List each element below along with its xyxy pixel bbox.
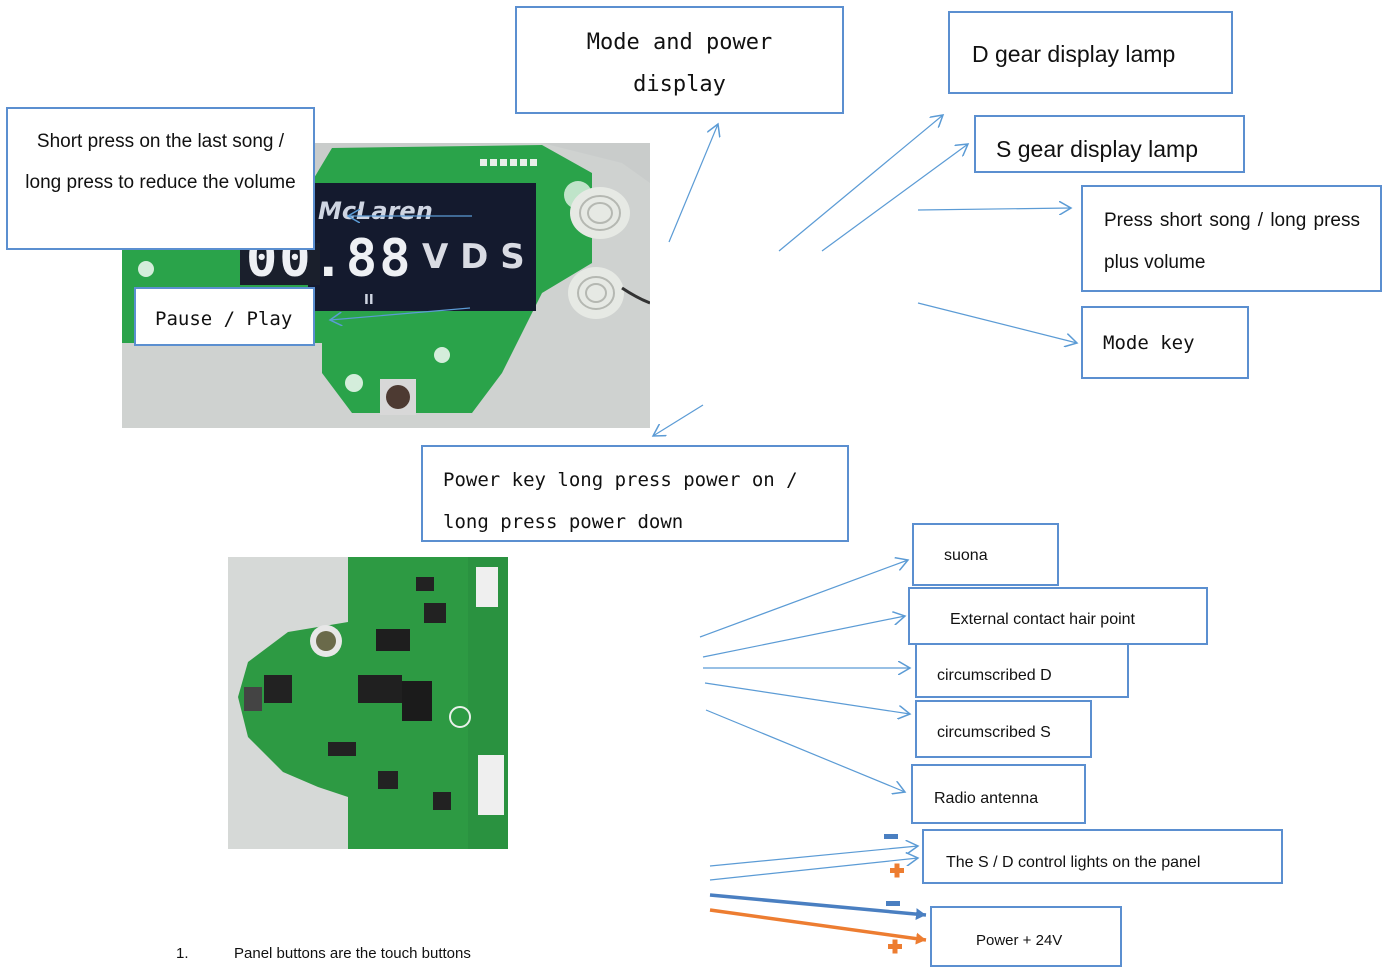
label-short-press-last: Short press on the last song / long pres…	[6, 107, 315, 250]
label-power-key: Power key long press power on / long pre…	[421, 445, 849, 542]
label-power24: Power + 24V	[930, 906, 1122, 967]
label-power24-text: Power + 24V	[976, 932, 1063, 949]
arrow-to-s-gear	[821, 144, 968, 252]
plus-sign-1	[890, 863, 904, 878]
label-external-contact-text: External contact hair point	[950, 611, 1135, 628]
label-mode-power-text: Mode and power display	[586, 30, 773, 97]
label-d-gear: D gear display lamp	[948, 11, 1233, 94]
spring-bottom	[568, 267, 624, 319]
display-brand-text: McLaren	[318, 197, 433, 225]
arrow-to-pause-play	[330, 307, 471, 320]
arrow-to-press-short	[917, 208, 1071, 210]
back-pcb-photo	[228, 557, 508, 849]
arrow-sd-1	[709, 846, 918, 867]
arrow-to-circ-s	[704, 682, 910, 714]
note-text: Panel buttons are the touch buttons	[234, 945, 471, 962]
arrow-sd-2	[709, 858, 918, 881]
label-suona-text: suona	[944, 547, 988, 564]
arrow-power-positive	[709, 908, 927, 945]
note-number: 1.	[176, 945, 189, 962]
label-radio-text: Radio antenna	[934, 790, 1039, 807]
label-pause-play-text: Pause / Play	[155, 308, 293, 330]
label-d-gear-text: D gear display lamp	[972, 41, 1176, 67]
arrow-to-mode-power	[668, 124, 718, 243]
minus-sign-1	[884, 834, 898, 839]
label-press-short-song: Press short song / long press plus volum…	[1081, 185, 1382, 292]
label-sd-control-text: The S / D control lights on the panel	[946, 854, 1201, 871]
label-suona: suona	[912, 523, 1059, 586]
label-pause-play: Pause / Play	[134, 287, 315, 346]
label-circ-s: circumscribed S	[915, 700, 1092, 758]
label-mode-key-text: Mode key	[1103, 332, 1195, 354]
label-circ-s-text: circumscribed S	[937, 724, 1051, 741]
label-power-key-text: Power key long press power on / long pre…	[443, 469, 798, 533]
label-mode-key: Mode key	[1081, 306, 1249, 379]
arrow-to-suona	[699, 560, 908, 638]
label-s-gear-text: S gear display lamp	[996, 136, 1198, 162]
label-press-short-song-text: Press short song / long press plus volum…	[1104, 210, 1360, 273]
label-sd-control: The S / D control lights on the panel	[922, 829, 1283, 884]
arrow-to-external-contact	[702, 616, 905, 658]
label-external-contact: External contact hair point	[908, 587, 1208, 645]
arrow-power-negative	[709, 893, 927, 921]
arrow-to-power-key	[653, 404, 704, 436]
arrow-to-mode-key	[917, 302, 1077, 343]
label-short-press-last-text: Short press on the last song / long pres…	[25, 131, 296, 193]
spring-top	[570, 187, 630, 239]
label-s-gear: S gear display lamp	[974, 115, 1245, 173]
arrow-to-radio	[705, 709, 905, 792]
minus-sign-2	[886, 901, 900, 906]
label-circ-d: circumscribed D	[915, 643, 1129, 698]
label-circ-d-text: circumscribed D	[937, 667, 1052, 684]
display-gear-letters: V D S	[422, 237, 525, 277]
label-mode-power: Mode and power display	[515, 6, 844, 114]
label-radio: Radio antenna	[911, 764, 1086, 824]
display-pause-glyph: II	[364, 293, 374, 308]
plus-sign-2	[888, 939, 902, 954]
arrow-to-d-gear	[778, 115, 943, 252]
back-pcb-image	[228, 557, 508, 849]
